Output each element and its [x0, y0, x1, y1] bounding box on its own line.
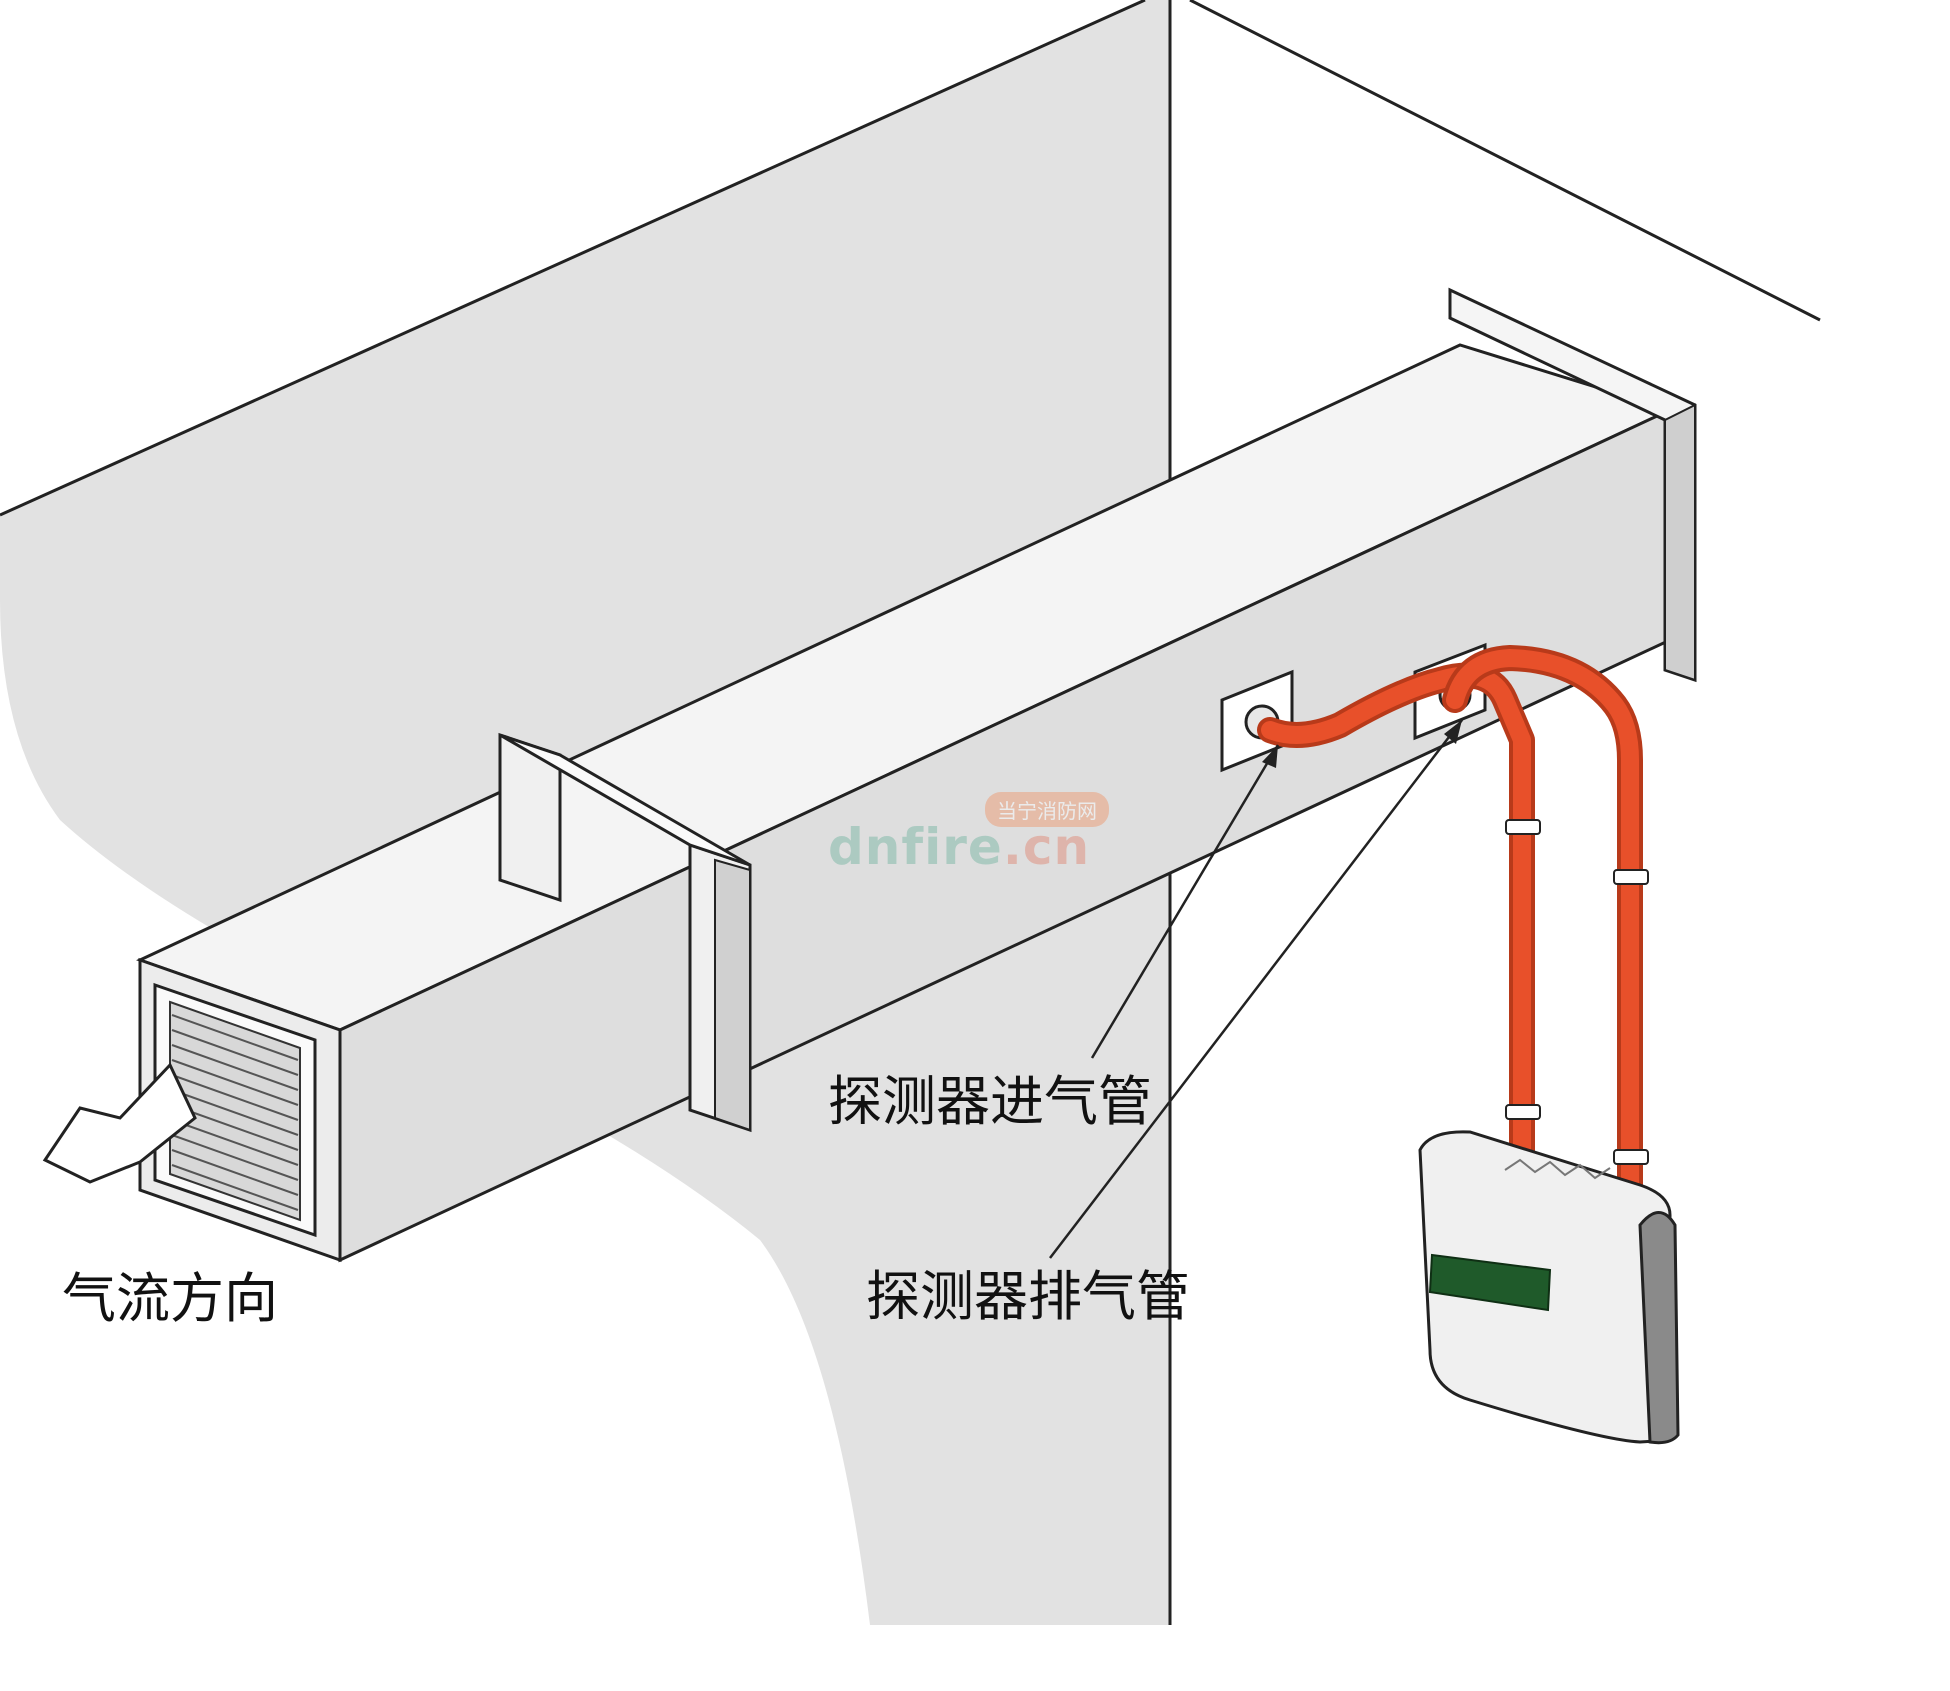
airflow-arrow: [42, 1062, 197, 1184]
watermark-tld: .cn: [1002, 818, 1091, 876]
pipe-clamps: [1505, 819, 1649, 1165]
watermark-brand: dnfire: [828, 818, 1003, 876]
airflow-direction-label: 气流方向: [62, 1267, 278, 1330]
detector-unit: [1418, 1130, 1680, 1445]
ceiling-right-edge-line: [1189, 0, 1821, 322]
watermark-badge: 当宁消防网: [985, 792, 1109, 827]
ceiling-edge-line: [0, 0, 1146, 517]
inlet-leader-arrowhead: [1262, 745, 1278, 768]
detector-display: [1428, 1253, 1552, 1312]
duct-flange-wall: [1448, 287, 1697, 683]
duct-flange-middle: [498, 732, 752, 1133]
detector-exhaust-pipe-label: 探测器排气管: [866, 1265, 1190, 1328]
exhaust-leader-line: [1049, 719, 1463, 1259]
air-duct: [136, 287, 1697, 1263]
exhaust-leader-arrowhead: [1444, 720, 1462, 744]
detector-inlet-pipe-label: 探测器进气管: [828, 1070, 1152, 1133]
sampling-pipes: [1257, 645, 1643, 1218]
inlet-leader-line: [1090, 744, 1280, 1059]
detector-exhaust-pipe: [1442, 645, 1643, 1218]
watermark-logo: dnfire.cn: [828, 818, 1090, 876]
